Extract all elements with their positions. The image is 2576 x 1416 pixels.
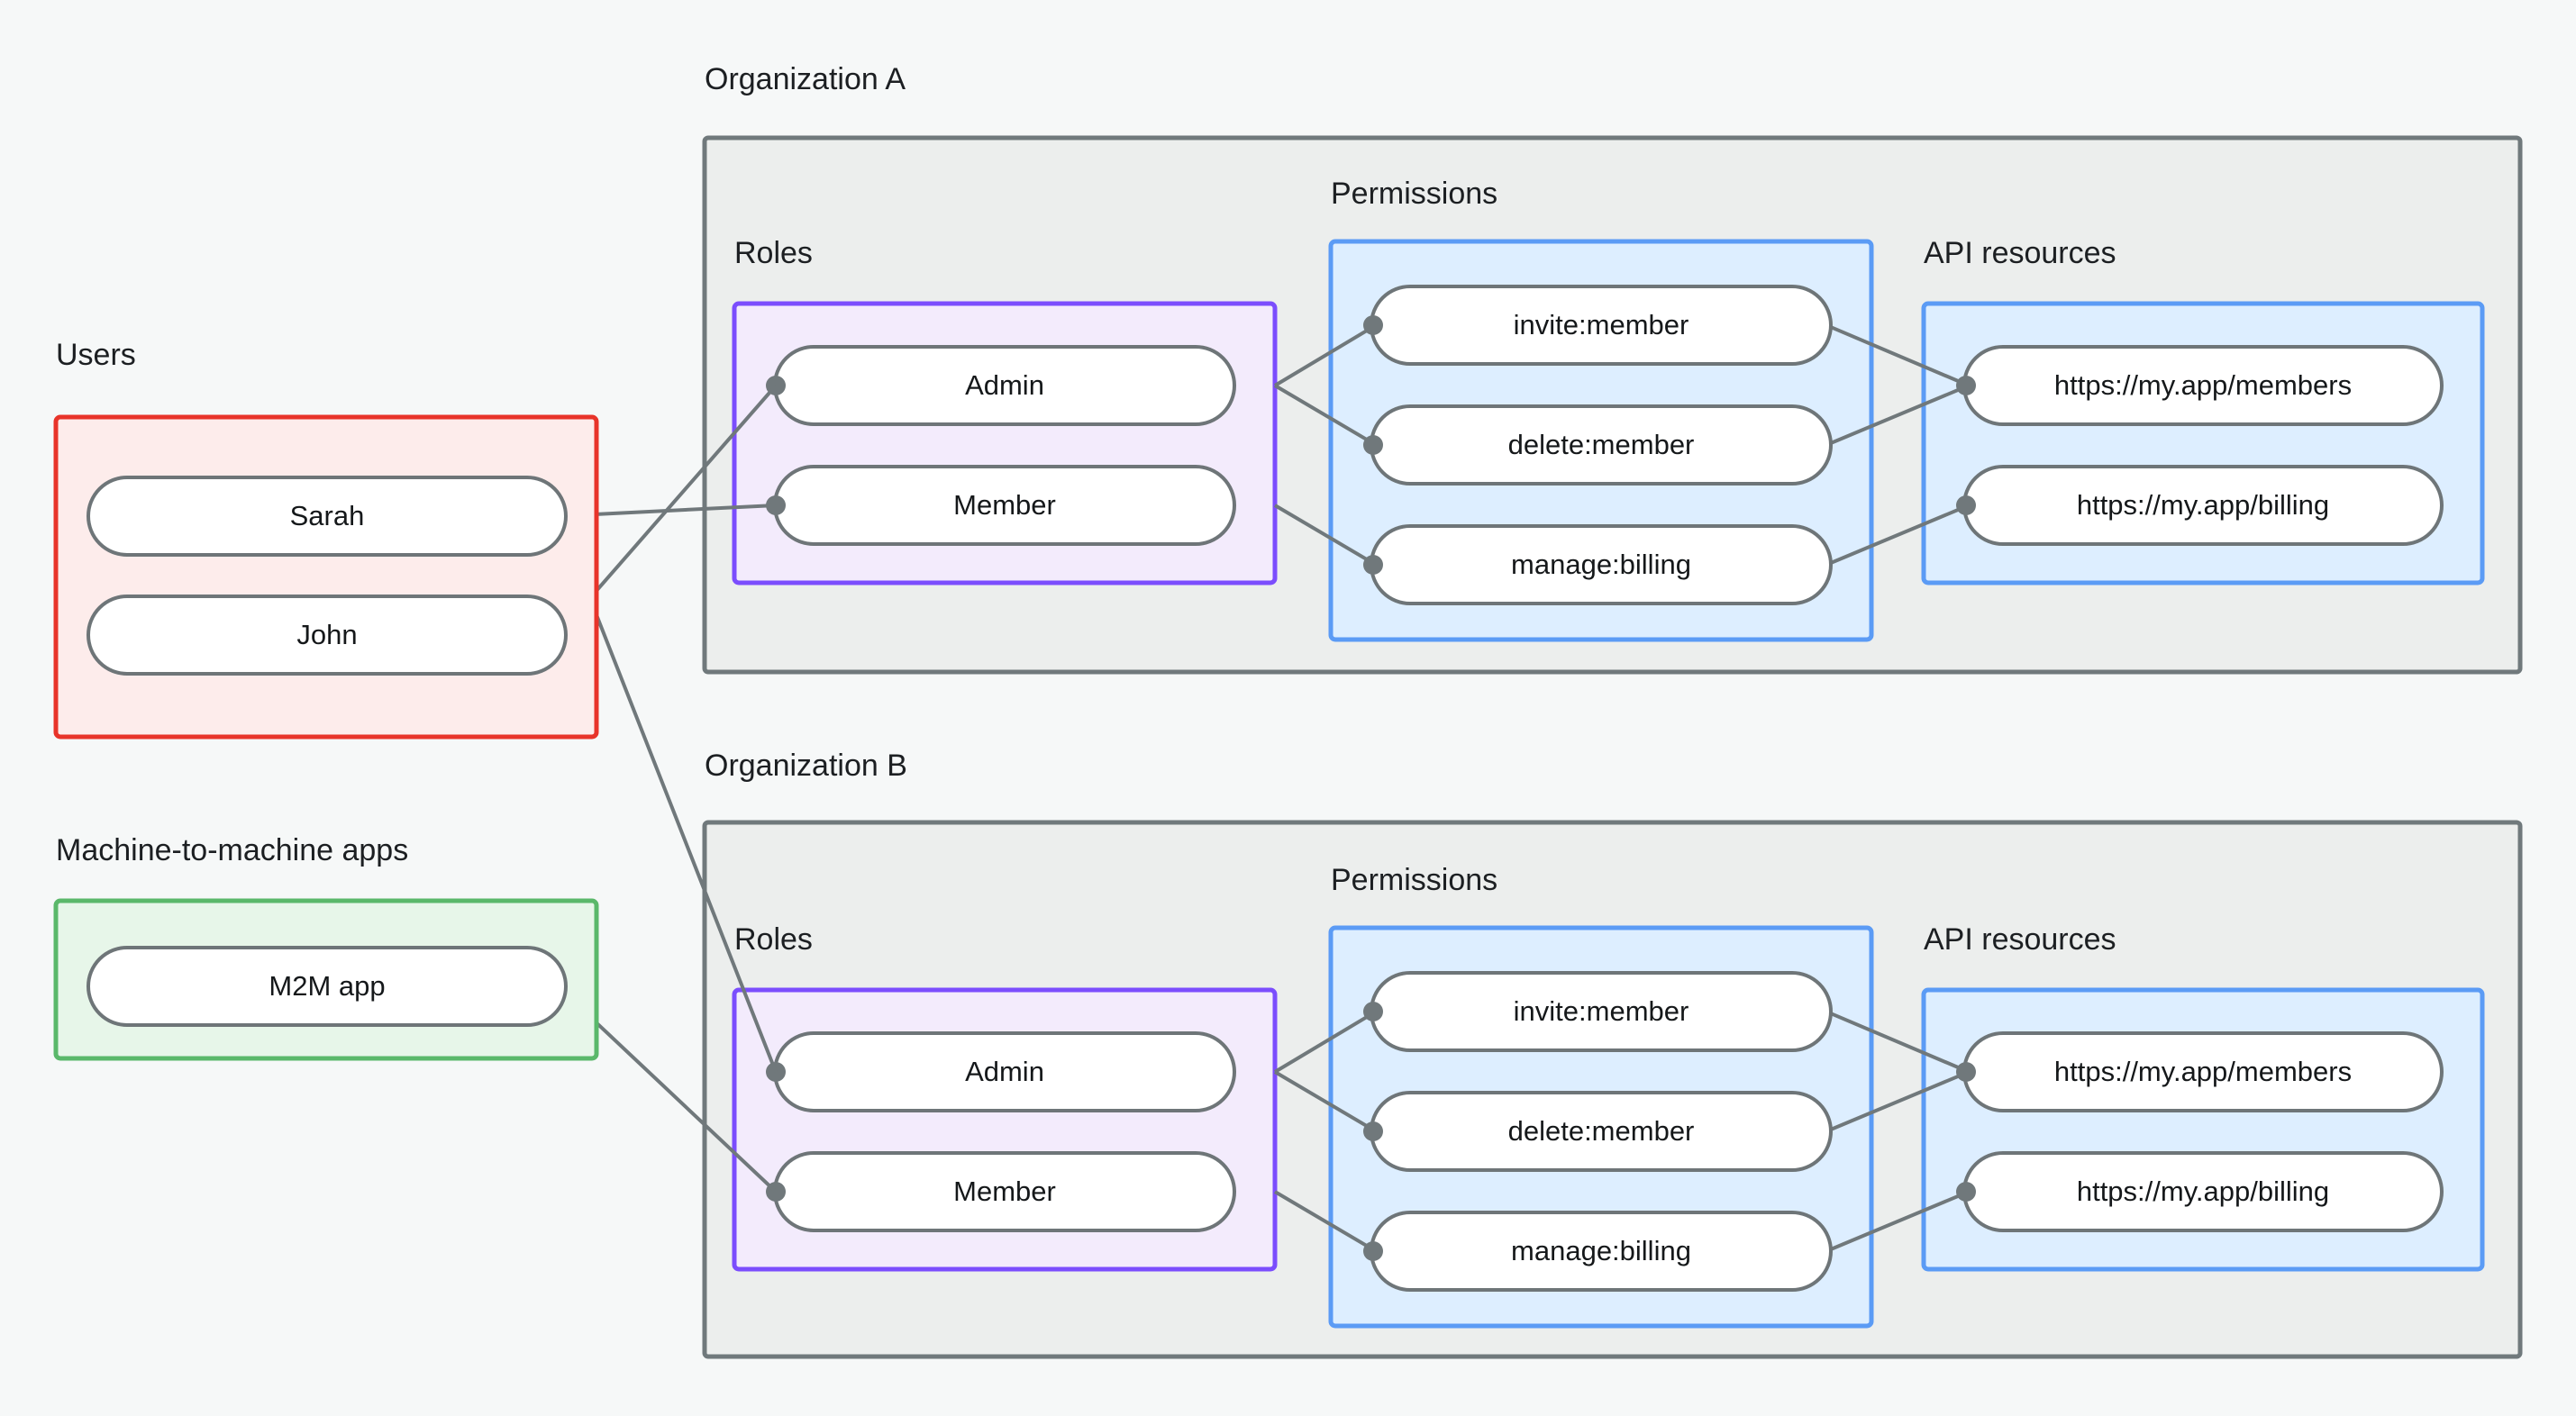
org-a-title: Organization A <box>705 62 906 96</box>
org-a-res-members-anchor-dot <box>1956 376 1976 395</box>
org-a-res-members-label: https://my.app/members <box>2054 369 2352 401</box>
org-a-billing-anchor-dot <box>1363 555 1383 575</box>
org-a-member-label: Member <box>953 489 1056 521</box>
org-a-invite-member-label: invite:member <box>1514 309 1689 340</box>
org-a-admin-label: Admin <box>965 369 1044 401</box>
org-a-delete-anchor-dot <box>1363 435 1383 455</box>
user-sarah-label: Sarah <box>290 500 365 531</box>
m2m-app-pill[interactable] <box>86 946 568 1027</box>
org-a-res-billing-anchor-dot <box>1956 495 1976 515</box>
org-b-resource-billing[interactable]: https://my.app/billing <box>1962 1151 2444 1232</box>
org-b-member-label: Member <box>953 1175 1056 1207</box>
user-sarah[interactable]: Sarah <box>86 476 568 557</box>
org-b-admin-label: Admin <box>965 1056 1044 1087</box>
m2m-app-node[interactable]: M2M app <box>86 946 568 1027</box>
org-b-res-billing-label: https://my.app/billing <box>2077 1175 2329 1207</box>
org-a-role-admin[interactable]: Admin <box>773 345 1236 426</box>
user-sarah-pill[interactable] <box>86 476 568 557</box>
org-b-manage-billing-label: manage:billing <box>1511 1235 1691 1266</box>
org-b-permission-manage-billing[interactable]: manage:billing <box>1370 1211 1833 1292</box>
m2m-title: Machine-to-machine apps <box>56 833 408 867</box>
org-b-res-members-label: https://my.app/members <box>2054 1056 2352 1087</box>
users-group <box>53 414 599 740</box>
org-b-role-member[interactable]: Member <box>773 1151 1236 1232</box>
org-b-permissions-title: Permissions <box>1331 863 1497 897</box>
org-b-delete-member-label: delete:member <box>1508 1115 1695 1147</box>
org-a-resource-billing[interactable]: https://my.app/billing <box>1962 465 2444 546</box>
org-a-role-member[interactable]: Member <box>773 465 1236 546</box>
org-a-res-billing-label: https://my.app/billing <box>2077 489 2329 521</box>
org-b-invite-anchor-dot <box>1363 1002 1383 1021</box>
user-john-label: John <box>296 619 357 650</box>
org-b-api-title: API resources <box>1924 922 2116 957</box>
org-a-manage-billing-label: manage:billing <box>1511 549 1691 580</box>
org-a-edges <box>1273 323 1970 567</box>
org-a-permission-delete-member[interactable]: delete:member <box>1370 404 1833 486</box>
users-title: Users <box>56 338 136 372</box>
org-b-title: Organization B <box>705 749 907 783</box>
org-a-resource-members[interactable]: https://my.app/members <box>1962 345 2444 426</box>
org-a-api-title: API resources <box>1924 236 2116 270</box>
org-b-roles-title: Roles <box>734 922 813 957</box>
org-b-billing-anchor-dot <box>1363 1241 1383 1261</box>
org-a-permission-manage-billing[interactable]: manage:billing <box>1370 524 1833 605</box>
m2m-app-label: M2M app <box>269 970 385 1002</box>
org-b-resource-members[interactable]: https://my.app/members <box>1962 1031 2444 1112</box>
org-a-invite-anchor-dot <box>1363 315 1383 335</box>
org-b-edges <box>1273 1010 1970 1253</box>
org-b-invite-member-label: invite:member <box>1514 995 1689 1027</box>
org-a-delete-member-label: delete:member <box>1508 429 1695 460</box>
user-john[interactable]: John <box>86 595 568 676</box>
org-b-role-admin[interactable]: Admin <box>773 1031 1236 1112</box>
org-b-permission-invite-member[interactable]: invite:member <box>1370 971 1833 1052</box>
org-b-delete-anchor-dot <box>1363 1121 1383 1141</box>
org-b-permission-delete-member[interactable]: delete:member <box>1370 1091 1833 1172</box>
org-a-roles-title: Roles <box>734 236 813 270</box>
org-b-res-members-anchor-dot <box>1956 1062 1976 1082</box>
user-john-pill[interactable] <box>86 595 568 676</box>
org-a-permissions-title: Permissions <box>1331 177 1497 211</box>
org-a-permission-invite-member[interactable]: invite:member <box>1370 285 1833 366</box>
org-b-res-billing-anchor-dot <box>1956 1182 1976 1202</box>
